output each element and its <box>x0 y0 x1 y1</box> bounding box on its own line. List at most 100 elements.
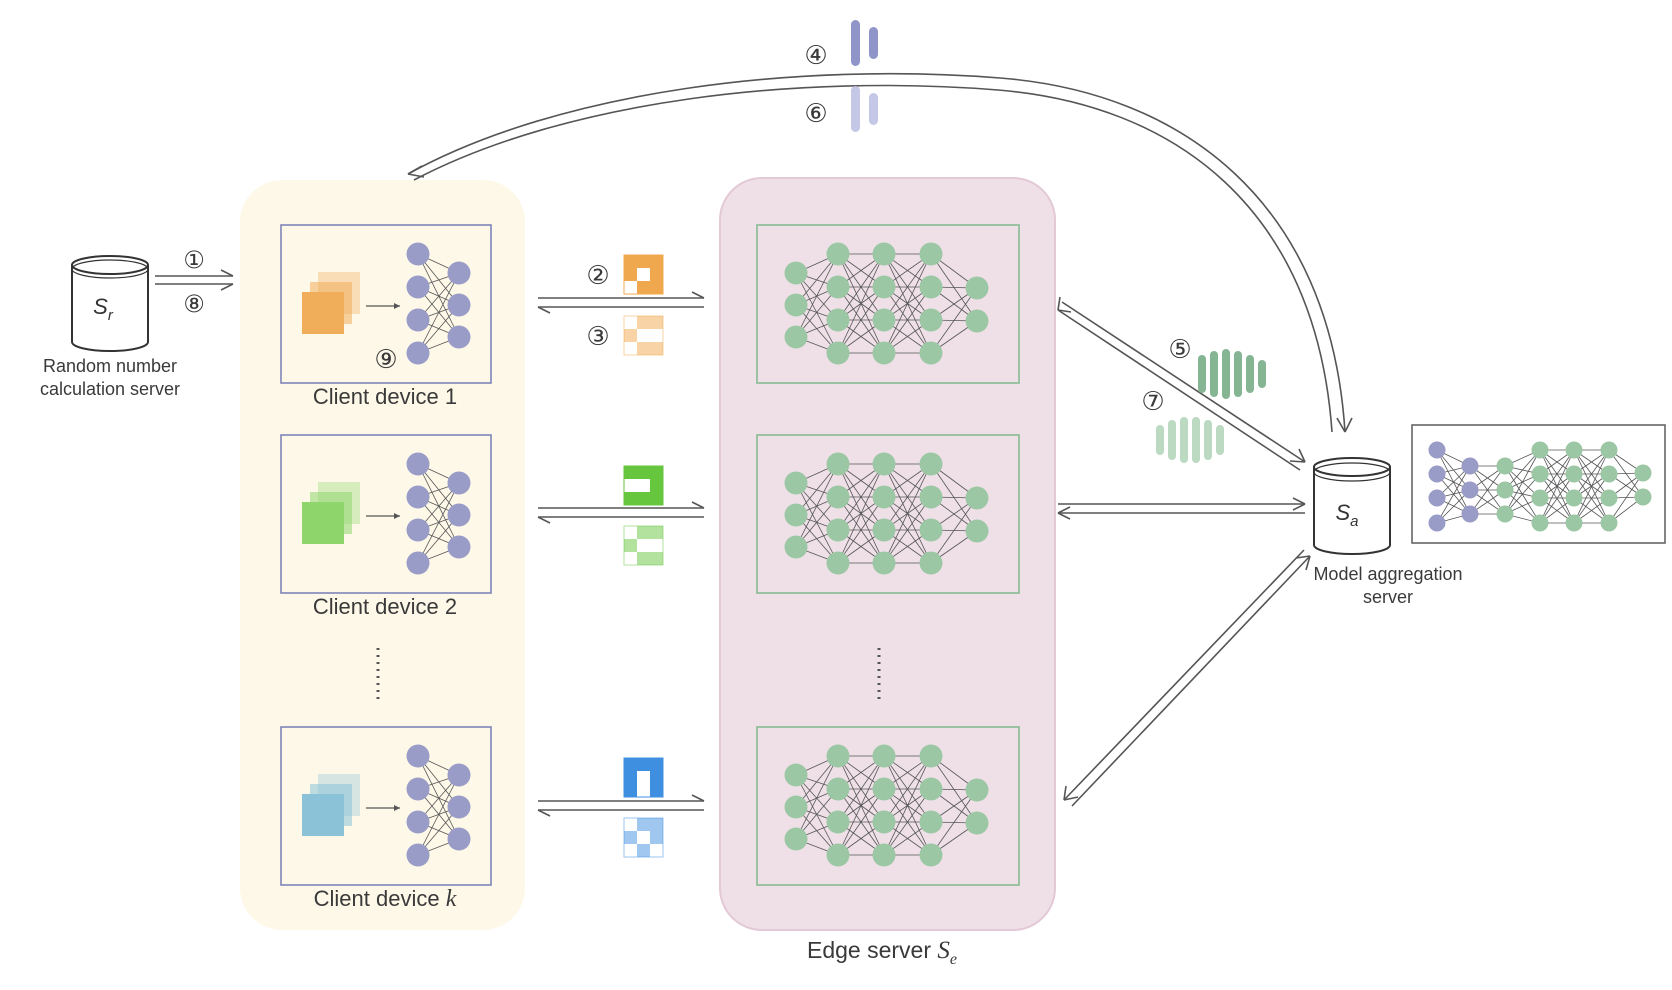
aggregation-server-symbol: Sa <box>1335 500 1358 530</box>
network-node <box>1600 514 1618 532</box>
edge-network <box>784 242 989 365</box>
network-node <box>1428 489 1446 507</box>
network-node <box>826 551 850 575</box>
network-node <box>872 275 896 299</box>
network-node <box>1565 514 1583 532</box>
edge-model-3 <box>756 726 1020 886</box>
network-node <box>784 763 808 787</box>
network-node <box>965 519 989 543</box>
step-3-label: ③ <box>586 321 609 351</box>
network-node <box>826 341 850 365</box>
masked-param-orange <box>623 254 664 295</box>
network-node <box>1428 441 1446 459</box>
random-number-server-cylinder: Sr <box>71 255 149 352</box>
network-node <box>965 811 989 835</box>
step-8-label: ⑧ <box>183 291 205 318</box>
network-node <box>826 308 850 332</box>
network-node <box>784 503 808 527</box>
network-node <box>826 843 850 867</box>
network-node <box>919 843 943 867</box>
param-bar-step5 <box>1258 360 1266 388</box>
client-edge-arrow-3 <box>537 794 705 817</box>
network-node <box>447 261 471 285</box>
network-node <box>1565 465 1583 483</box>
network-node <box>406 242 430 266</box>
network-node <box>1600 465 1618 483</box>
client-device-3: Client device k <box>280 726 492 912</box>
network-node <box>1496 505 1514 523</box>
client-device-label: Client device k <box>314 886 457 912</box>
network-node <box>406 551 430 575</box>
network-node <box>1565 489 1583 507</box>
client-network <box>406 452 471 575</box>
network-node <box>872 485 896 509</box>
network-node <box>1634 488 1652 506</box>
network-node <box>826 242 850 266</box>
network-node <box>919 777 943 801</box>
param-bars-purple-step4 <box>851 20 878 66</box>
step-6-label: ⑥ <box>804 98 827 128</box>
param-bar-step7 <box>1168 420 1176 460</box>
network-node <box>406 341 430 365</box>
param-bar-step5 <box>1198 355 1206 393</box>
client-device-2: Client device 2 <box>280 434 492 619</box>
network-node <box>406 777 430 801</box>
param-bars-lightpurple-step6 <box>851 86 878 132</box>
client-data-stack <box>302 774 360 836</box>
client-device-label: Client device 2 <box>313 594 457 619</box>
network-node <box>406 452 430 476</box>
client-edge-arrow-1 <box>537 291 705 314</box>
network-node <box>1428 465 1446 483</box>
network-node <box>826 452 850 476</box>
client-data-arrowhead <box>394 303 400 309</box>
network-node <box>919 518 943 542</box>
network-node <box>919 744 943 768</box>
edge-network <box>784 744 989 867</box>
network-node <box>919 275 943 299</box>
network-node <box>406 275 430 299</box>
network-node <box>784 535 808 559</box>
curve-outer <box>407 72 1346 433</box>
client-data-stack <box>302 272 360 334</box>
network-node <box>447 293 471 317</box>
param-bar-step7 <box>1216 425 1224 455</box>
network-node <box>1531 465 1549 483</box>
step-7-label: ⑦ <box>1141 386 1164 416</box>
network-node <box>447 471 471 495</box>
masked-param-green <box>623 465 664 506</box>
network-node <box>872 242 896 266</box>
network-node <box>919 452 943 476</box>
step-5-label: ⑤ <box>1168 334 1191 364</box>
network-node <box>1634 464 1652 482</box>
network-node <box>919 242 943 266</box>
edge-server-label: Edge server Se <box>807 937 957 968</box>
network-node <box>447 535 471 559</box>
random-server-label-line2: calculation server <box>40 379 180 399</box>
random-server-symbol: Sr <box>93 294 114 324</box>
network-node <box>447 763 471 787</box>
step-9-label: ⑨ <box>374 344 397 374</box>
network-node <box>1531 489 1549 507</box>
network-node <box>872 341 896 365</box>
client-box-frame <box>280 224 492 384</box>
masked-param-blue-light <box>623 817 664 858</box>
curve-arrowhead-right <box>1336 417 1353 433</box>
network-node <box>1600 441 1618 459</box>
client-data-arrowhead <box>394 805 400 811</box>
network-node <box>1461 457 1479 475</box>
network-node <box>1531 441 1549 459</box>
step-1-label: ① <box>183 247 205 274</box>
network-node <box>965 276 989 300</box>
network-node <box>1496 481 1514 499</box>
network-node <box>406 744 430 768</box>
param-bar-step7 <box>1156 425 1164 455</box>
param-bar-step5 <box>1246 355 1254 393</box>
masked-param-blue <box>623 757 664 798</box>
network-node <box>919 810 943 834</box>
network-node <box>826 485 850 509</box>
client-device-label: Client device 1 <box>313 384 457 409</box>
client-data-arrowhead <box>394 513 400 519</box>
edge-box-frame <box>756 726 1020 886</box>
aggregated-network <box>1428 441 1652 532</box>
